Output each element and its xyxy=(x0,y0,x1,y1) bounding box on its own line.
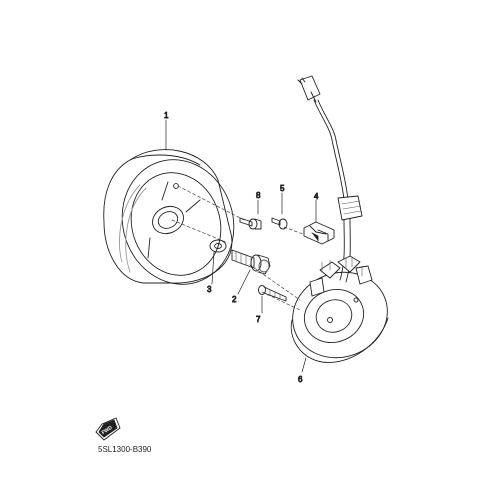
screw-5 xyxy=(271,217,288,230)
callout-label-5: 5 xyxy=(280,184,285,193)
assembly-guide-lines xyxy=(171,185,309,311)
callout-label-2: 2 xyxy=(232,295,237,304)
callout-leaders xyxy=(165,119,317,373)
callout-label-6: 6 xyxy=(298,375,303,384)
fwd-label: FWD xyxy=(101,425,114,436)
callout-label-8: 8 xyxy=(256,191,261,200)
drawing-code: 5SL1300-B390 xyxy=(98,445,152,454)
washer-3 xyxy=(209,239,227,253)
callout-label-3: 3 xyxy=(207,285,212,294)
callout-label-1: 1 xyxy=(164,111,169,120)
screw-7 xyxy=(258,285,287,302)
cable-clamp-4 xyxy=(303,221,335,245)
callout-label-4: 4 xyxy=(314,192,319,201)
bolt-8 xyxy=(239,217,262,230)
stator-assembly-6 xyxy=(290,75,389,363)
fwd-arrow-badge: FWD xyxy=(95,417,121,441)
callout-label-7: 7 xyxy=(256,315,261,324)
flywheel-rotor xyxy=(103,149,235,285)
flywheel-bolt-2 xyxy=(231,249,271,275)
